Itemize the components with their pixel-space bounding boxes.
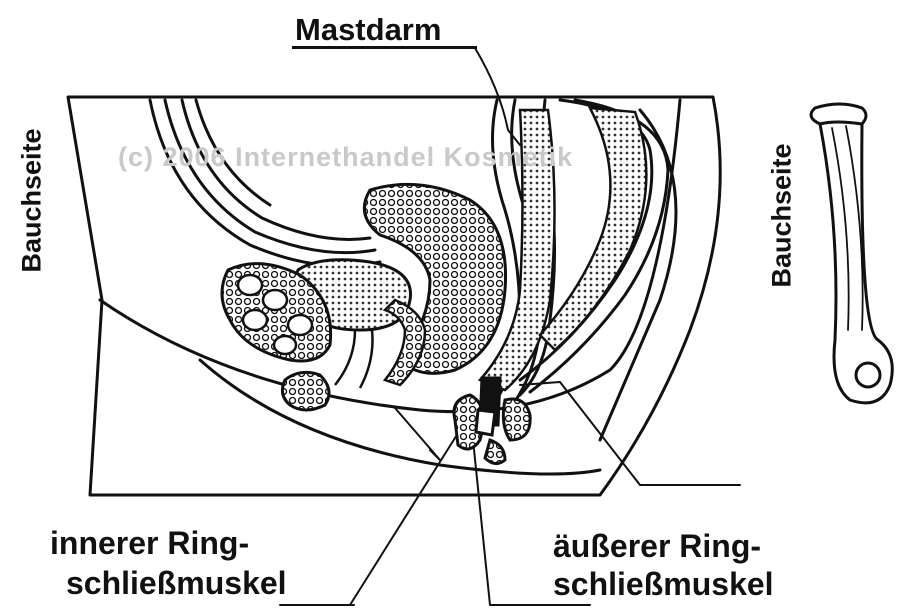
watermark: (c) 2006 Internethandel Kosmetik — [118, 142, 573, 173]
label-outer-sphincter-line2: schließmuskel — [553, 568, 774, 600]
label-inner-sphincter-line2: schließmuskel — [66, 567, 287, 599]
label-outer-sphincter-line1: äußerer Ring- — [553, 530, 761, 562]
label-belly-side-right: Bauchseite — [767, 136, 798, 296]
inner-sphincter-pointer — [280, 430, 460, 605]
label-rectum: Mastdarm — [295, 14, 441, 45]
label-belly-side-left: Bauchseite — [17, 121, 48, 281]
label-rectum-underline — [292, 46, 477, 49]
label-inner-sphincter-line1: innerer Ring- — [50, 527, 249, 559]
side-view-inset — [811, 104, 892, 403]
abdominal-wall — [150, 100, 380, 266]
sphincter-muscles — [454, 378, 530, 464]
